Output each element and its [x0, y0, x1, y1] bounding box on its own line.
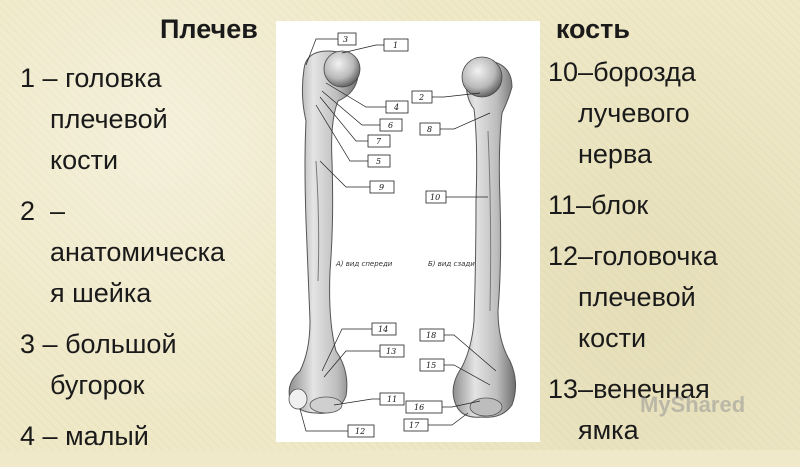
- legend-continuation: бугорок: [50, 370, 145, 400]
- figure-label-7: 7: [376, 137, 382, 146]
- legend-item-11: 11–блок: [548, 185, 798, 226]
- humerus-figure: 3 1 4 6 7 5 9 14 13 11 12 2 8: [276, 21, 540, 442]
- legend-name: венечная: [593, 374, 710, 404]
- title-right-part: кость: [555, 14, 630, 44]
- legend-continuation: плечевой: [50, 104, 168, 134]
- legend-separator: –: [578, 241, 594, 271]
- legend-continuation: лучевого: [578, 98, 690, 128]
- legend-number: 4: [20, 421, 36, 451]
- legend-separator: –: [578, 57, 594, 87]
- legend-number: 12: [548, 241, 579, 271]
- legend-number: 11: [548, 190, 577, 220]
- title-left-part: Плечев: [160, 14, 258, 44]
- legend-separator: –: [35, 196, 73, 226]
- legend-separator: –: [35, 329, 66, 359]
- legend-number: 3: [20, 329, 36, 359]
- legend-separator: –: [578, 374, 594, 404]
- figure-label-17: 17: [409, 421, 420, 430]
- figure-label-6: 6: [388, 121, 393, 130]
- legend-name: блок: [591, 190, 649, 220]
- legend-continuation: плечевой: [578, 282, 696, 312]
- figure-label-4: 4: [393, 103, 399, 112]
- figure-label-15: 15: [426, 361, 436, 370]
- legend-continuation: кости: [578, 323, 647, 353]
- left-legend: 1 – головка плечевой кости 2 – анатомиче…: [20, 58, 275, 467]
- legend-continuation: нерва: [578, 139, 652, 169]
- legend-number: 13: [548, 374, 579, 404]
- figure-label-13: 13: [386, 347, 396, 356]
- legend-item-4: 4 – малый: [20, 416, 275, 457]
- legend-item-12: 12–головочка плечевой кости: [548, 236, 798, 359]
- slide-title: Плечев кость: [160, 14, 630, 50]
- legend-continuation: ямка: [578, 415, 639, 445]
- figure-label-18: 18: [426, 331, 436, 340]
- figure-label-9: 9: [379, 183, 384, 192]
- figure-label-3: 3: [343, 35, 348, 44]
- legend-separator: –: [576, 190, 592, 220]
- label-boxes: 3 1 4 6 7 5 9 14 13 11 12 2 8: [337, 32, 447, 438]
- legend-name: борозда: [593, 57, 696, 87]
- legend-separator: –: [35, 63, 66, 93]
- figure-label-10: 10: [430, 193, 440, 202]
- legend-continuation: я шейка: [50, 278, 152, 308]
- watermark: MyShared: [640, 392, 746, 417]
- figure-label-11: 11: [387, 395, 397, 404]
- humerus-back-view: [452, 56, 516, 418]
- caption-front-view: А) вид спереди: [335, 260, 393, 268]
- legend-item-2: 2 – анатомическа я шейка: [20, 191, 275, 314]
- legend-item-1: 1 – головка плечевой кости: [20, 58, 275, 181]
- leader-lines: [299, 38, 497, 432]
- figure-label-1: 1: [393, 41, 398, 50]
- figure-label-12: 12: [355, 427, 365, 436]
- figure-label-2: 2: [418, 93, 424, 102]
- humerus-front-view: [288, 50, 361, 414]
- figure-label-14: 14: [378, 325, 388, 334]
- figure-label-5: 5: [376, 157, 381, 166]
- legend-item-3: 3 – большой бугорок: [20, 324, 275, 406]
- legend-name: головочка: [593, 241, 718, 271]
- legend-number: 1: [20, 63, 36, 93]
- legend-name: большой: [65, 329, 177, 359]
- legend-continuation: кости: [50, 145, 119, 175]
- legend-continuation: анатомическа: [50, 237, 226, 267]
- figure-label-16: 16: [414, 403, 424, 412]
- legend-item-13: 13–венечная ямка: [548, 369, 798, 451]
- legend-number: 2: [20, 196, 36, 226]
- right-legend: 10–борозда лучевого нерва 11–блок 12–гол…: [548, 52, 798, 461]
- legend-separator: –: [35, 421, 66, 451]
- caption-back-view: Б) вид сзади: [428, 260, 475, 268]
- figure-label-8: 8: [427, 125, 432, 134]
- legend-item-10: 10–борозда лучевого нерва: [548, 52, 798, 175]
- legend-number: 10: [548, 57, 579, 87]
- legend-name: малый: [65, 421, 149, 451]
- legend-name: головка: [65, 63, 162, 93]
- humerus-illustration: 3 1 4 6 7 5 9 14 13 11 12 2 8: [288, 32, 516, 438]
